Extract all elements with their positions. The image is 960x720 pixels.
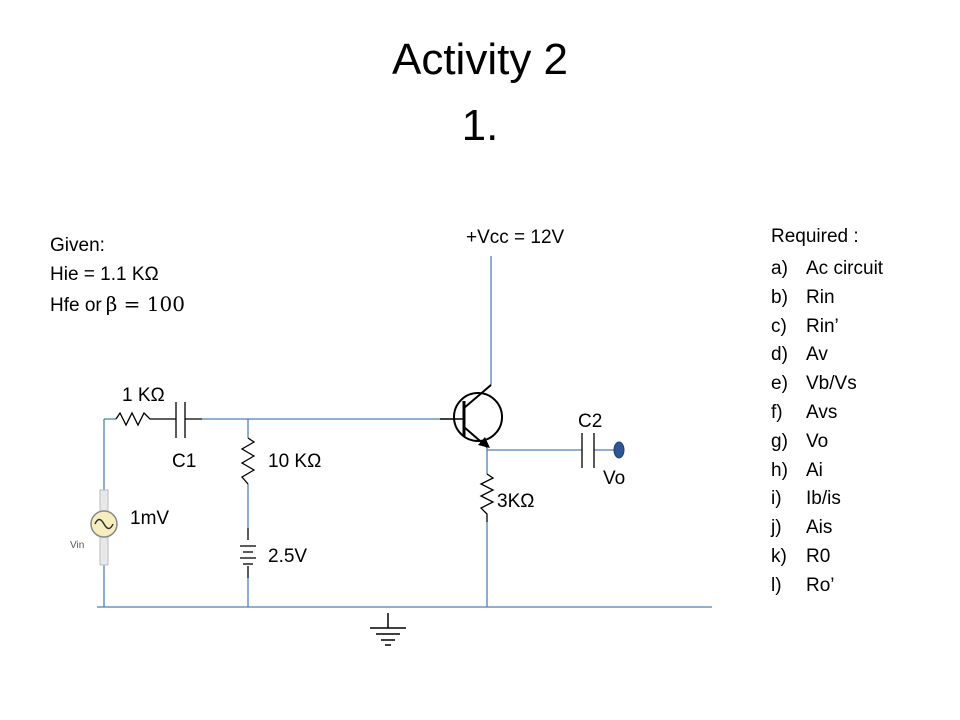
emitter-resistor-label: 3KΩ <box>497 491 534 512</box>
wires <box>97 256 712 608</box>
given-hfe-label: Hfe or <box>50 295 102 316</box>
required-item: k)R0 <box>771 545 831 567</box>
emitter-resistor <box>479 473 495 522</box>
transistor-collector <box>463 384 492 409</box>
c1-label: C1 <box>172 451 196 472</box>
given-beta: β = 100 <box>105 292 185 316</box>
sine-icon <box>94 518 114 530</box>
required-item: b)Rin <box>771 286 835 308</box>
required-item: f)Avs <box>771 401 838 423</box>
slide-title: Activity 2 <box>391 35 569 84</box>
components <box>115 402 595 578</box>
c2-label: C2 <box>578 411 602 432</box>
base-resistor-label: 10 KΩ <box>268 451 321 472</box>
given-heading: Given: <box>50 235 105 256</box>
required-item: e)Vb/Vs <box>771 373 857 395</box>
ground-symbol <box>370 613 406 646</box>
required-list: a)Ac circuit b)Rin c)Rin’ d)Av e)Vb/Vs f… <box>771 255 883 601</box>
emitter-arrow <box>478 437 490 448</box>
transistor-body <box>453 392 503 442</box>
required-item: i)Ib/is <box>771 488 841 510</box>
source-resistor <box>115 411 158 427</box>
output-label: Vo <box>603 468 625 489</box>
v-source-label: 1mV <box>130 508 169 529</box>
source-resistor-label: 1 KΩ <box>122 385 165 406</box>
required-item: h)Ai <box>771 459 823 481</box>
bias-voltage-label: 2.5V <box>268 546 307 567</box>
required-item: d)Av <box>771 344 828 366</box>
given-hie: Hie = 1.1 KΩ <box>50 264 159 285</box>
slide-subtitle: 1. <box>461 101 499 150</box>
required-item: g)Vo <box>771 430 829 452</box>
required-heading: Required : <box>771 226 859 247</box>
base-resistor <box>240 437 256 485</box>
v-source-tag: Vin <box>70 540 84 551</box>
ac-source <box>90 489 118 566</box>
required-item: a)Ac circuit <box>771 258 884 279</box>
required-item: c)Rin’ <box>771 315 839 337</box>
circuit-labels: +Vcc = 12V 1 KΩ C1 10 KΩ 1mV Vin 2.5V 3K… <box>70 227 625 567</box>
required-item: j)Ais <box>771 517 833 539</box>
required-item: l)Ro’ <box>771 574 835 596</box>
vcc-label: +Vcc = 12V <box>466 227 565 248</box>
transistor <box>440 384 503 448</box>
output-terminal-icon <box>613 441 625 459</box>
